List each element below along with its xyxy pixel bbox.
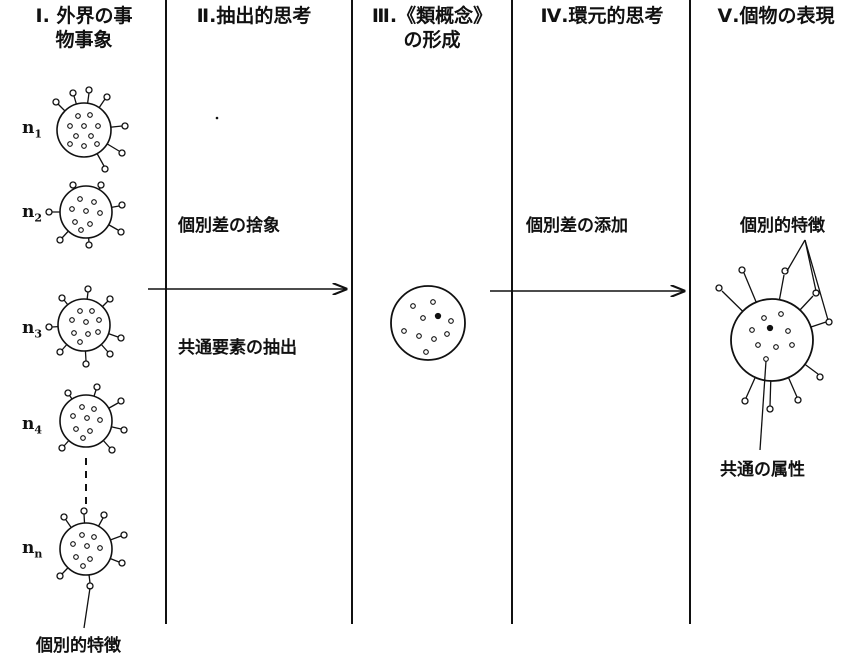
label-individual-features-right: 個別的特徴 bbox=[740, 216, 825, 236]
label-extraction-of-common: 共通要素の抽出 bbox=[178, 338, 297, 358]
label-abstraction-of-differences: 個別差の捨象 bbox=[178, 216, 280, 236]
instance-label-4: n4 bbox=[22, 414, 43, 437]
cell-n2 bbox=[45, 181, 126, 249]
label-individual-features-bottom: 個別的特徴 bbox=[36, 636, 121, 656]
column-header-4: Ⅳ.環元的思考 bbox=[513, 4, 691, 28]
instance-label-1: n1 bbox=[22, 118, 43, 141]
column-title-2: 抽出的思考 bbox=[216, 5, 312, 27]
column-numeral-5: Ⅴ. bbox=[717, 5, 740, 27]
column-title-3: 《類概念》 bbox=[397, 5, 493, 27]
individual-cell bbox=[715, 266, 833, 413]
cell-nn bbox=[56, 507, 128, 590]
column-title-4: 環元的思考 bbox=[568, 5, 664, 27]
speck-1 bbox=[215, 116, 219, 120]
column-header-5: Ⅴ.個物の表現 bbox=[692, 4, 860, 28]
column-numeral-4: Ⅳ. bbox=[540, 5, 569, 27]
column-title-1-line2: 物事象 bbox=[55, 29, 113, 51]
cell-n3 bbox=[45, 285, 125, 368]
column-numeral-1: Ⅰ. bbox=[35, 5, 50, 27]
instance-label-2: n2 bbox=[22, 202, 43, 225]
pointer-individual-features-bottom bbox=[83, 587, 91, 629]
column-header-2: Ⅱ.抽出的思考 bbox=[168, 4, 340, 28]
cell-n4 bbox=[58, 383, 128, 454]
pointer-common-attributes bbox=[759, 360, 767, 451]
column-title-5: 個物の表現 bbox=[739, 5, 835, 27]
pointer-individual-features-3 bbox=[804, 239, 829, 321]
column-header-1: Ⅰ. 外界の事 物事象 bbox=[4, 4, 164, 52]
column-title-1: 外界の事 bbox=[56, 5, 133, 27]
pointer-individual-features-1 bbox=[786, 239, 806, 272]
label-common-attributes: 共通の属性 bbox=[720, 460, 805, 480]
cell-n1 bbox=[52, 86, 129, 173]
column-numeral-2: Ⅱ. bbox=[196, 5, 217, 27]
column-title-3-line2: の形成 bbox=[403, 29, 461, 51]
instance-label-3: n3 bbox=[22, 318, 43, 341]
column-header-3: Ⅲ.《類概念》 の形成 bbox=[354, 4, 510, 52]
column-numeral-3: Ⅲ. bbox=[371, 5, 398, 27]
label-addition-of-differences: 個別差の添加 bbox=[526, 216, 628, 236]
instance-label-n: nn bbox=[22, 538, 43, 561]
concept-circle bbox=[390, 285, 466, 361]
